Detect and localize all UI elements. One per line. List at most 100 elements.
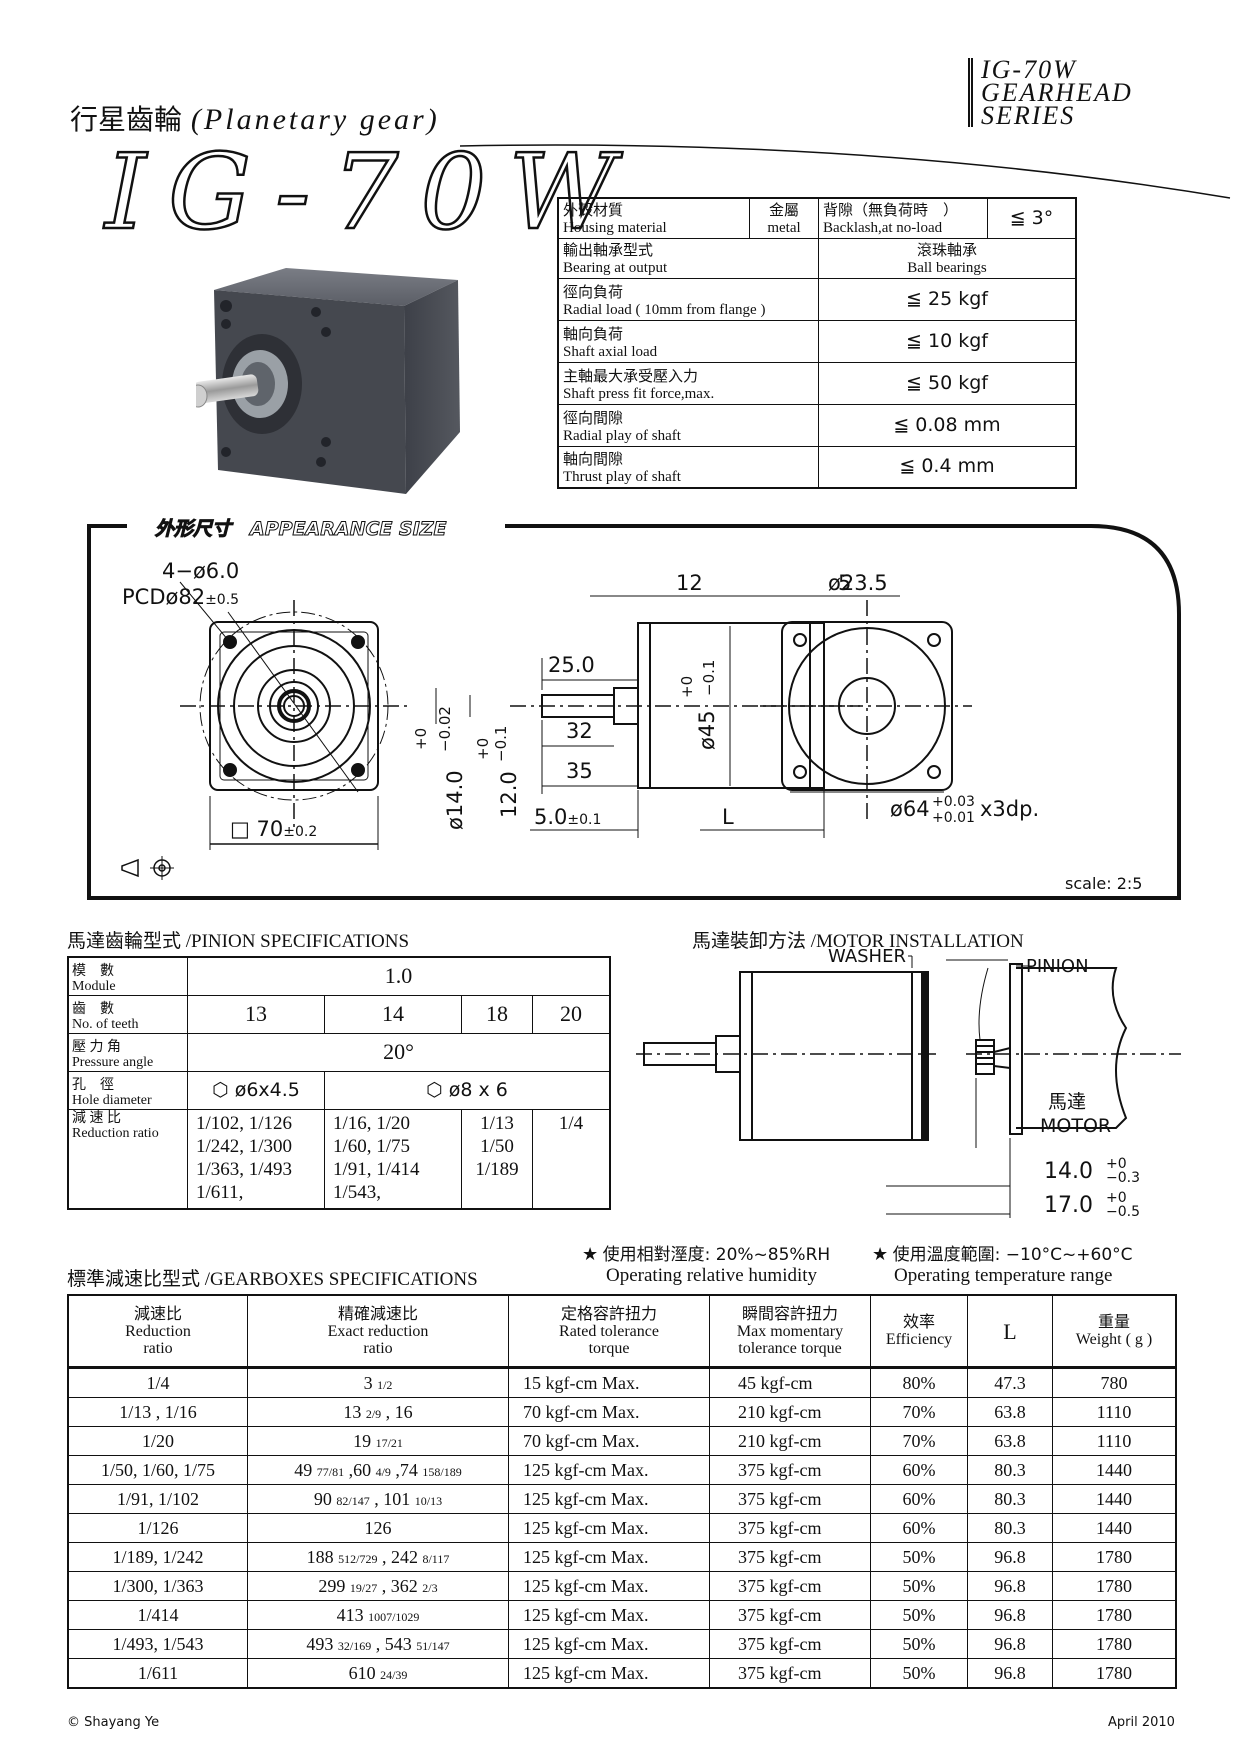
table-cell-weight: 1780 bbox=[1052, 1600, 1177, 1630]
table-cell-ratio: 1/414 bbox=[67, 1600, 248, 1630]
installation-title: 馬達裝卸方法 /MOTOR INSTALLATION bbox=[692, 931, 1024, 952]
washer-label: WASHER bbox=[828, 948, 906, 967]
spec-value-cn: 金屬 bbox=[768, 202, 799, 219]
pinion-title: 馬達齒輪型式 /PINION SPECIFICATIONS bbox=[67, 931, 410, 952]
spec-extra-label: 背隙（無負荷時 ） Backlash,at no-load bbox=[818, 197, 988, 239]
table-cell-L: 63.8 bbox=[967, 1397, 1053, 1427]
spec-label-cn: 徑向負荷 bbox=[563, 284, 624, 301]
star-icon: ★ bbox=[582, 1244, 603, 1264]
table-cell-max: 375 kgf-cm bbox=[709, 1542, 871, 1572]
table-cell-L: 80.3 bbox=[967, 1455, 1053, 1485]
dim-pilot-tol-top: +0 bbox=[678, 676, 696, 698]
col-header: L bbox=[967, 1294, 1053, 1368]
spec-label-en: Bearing at output bbox=[563, 259, 668, 276]
table-cell-eff: 50% bbox=[870, 1542, 968, 1572]
table-cell-eff: 50% bbox=[870, 1571, 968, 1601]
dim-flat-tol-top: +0 bbox=[474, 738, 492, 760]
dim-64-tol-top: +0.03 bbox=[932, 794, 975, 810]
spec-value-en: Ball bearings bbox=[907, 259, 987, 276]
table-cell-L: 96.8 bbox=[967, 1542, 1053, 1572]
motor-en: MOTOR bbox=[1040, 1115, 1111, 1137]
spec-value-cn: 滾珠軸承 bbox=[916, 242, 977, 259]
table-cell-eff: 70% bbox=[870, 1426, 968, 1456]
table-cell-max: 375 kgf-cm bbox=[709, 1629, 871, 1659]
table-cell-max: 45 kgf-cm bbox=[709, 1366, 871, 1398]
table-cell-L: 96.8 bbox=[967, 1629, 1053, 1659]
table-cell-weight: 1440 bbox=[1052, 1513, 1177, 1543]
star-icon: ★ bbox=[872, 1244, 893, 1264]
table-cell-rated: 125 kgf-cm Max. bbox=[508, 1629, 710, 1659]
dim-23: ø23.5 bbox=[828, 571, 888, 595]
table-cell-rated: 125 kgf-cm Max. bbox=[508, 1455, 710, 1485]
table-cell-max: 375 kgf-cm bbox=[709, 1484, 871, 1514]
spec-label: 主軸最大承受壓入力 Shaft press fit force,max. bbox=[557, 361, 819, 405]
appearance-label: 外形尺寸 APPEARANCE SIZE bbox=[145, 514, 457, 541]
spec-value-en: metal bbox=[767, 219, 801, 236]
spec-label-en: Shaft press fit force,max. bbox=[563, 385, 715, 402]
dim-shaft-tol-bot: −0.02 bbox=[436, 706, 454, 752]
table-cell-eff: 80% bbox=[870, 1366, 968, 1398]
spec-label-cn: 背隙（無負荷時 ） bbox=[823, 202, 959, 219]
appearance-frame bbox=[87, 524, 1181, 900]
installation-drawing: WASHER PINION 馬達 MOTOR 14.0 +0 −0.3 17.0… bbox=[636, 948, 1181, 1220]
table-cell-weight: 1780 bbox=[1052, 1571, 1177, 1601]
spec-row: 輸出軸承型式 Bearing at output 滾珠軸承 Ball beari… bbox=[557, 237, 1077, 279]
table-cell-L: 63.8 bbox=[967, 1426, 1053, 1456]
spec-label-cn: 軸向負荷 bbox=[563, 326, 624, 343]
hole-d-icon: ⬡ bbox=[426, 1079, 449, 1101]
table-cell-rated: 15 kgf-cm Max. bbox=[508, 1366, 710, 1398]
table-cell-weight: 1440 bbox=[1052, 1455, 1177, 1485]
dimension-drawing: 4−ø6.0 PCDø82±0.5 □ 70±0.2 ø14.0 +0 −0.0… bbox=[121, 560, 1039, 880]
pressure-value: 20° bbox=[187, 1032, 611, 1072]
table-cell-exact: 493 32/169 , 543 51/147 bbox=[247, 1629, 509, 1659]
spec-row: 主軸最大承受壓入力 Shaft press fit force,max. ≦ 5… bbox=[557, 361, 1077, 405]
spec-value: ≦ 50 kgf bbox=[818, 361, 1077, 405]
table-cell-exact: 126 bbox=[247, 1513, 509, 1543]
spec-row: 徑向間隙 Radial play of shaft ≦ 0.08 mm bbox=[557, 403, 1077, 447]
pinion-label: PINION bbox=[1026, 956, 1089, 977]
title-en: (Planetary gear) bbox=[190, 103, 440, 136]
spec-value: ≦ 0.4 mm bbox=[818, 445, 1077, 489]
table-cell-exact: 19 17/21 bbox=[247, 1426, 509, 1456]
table-cell-rated: 125 kgf-cm Max. bbox=[508, 1484, 710, 1514]
table-cell-ratio: 1/300, 1/363 bbox=[67, 1571, 248, 1601]
series-line: IG-70W bbox=[981, 55, 1077, 84]
table-cell-eff: 50% bbox=[870, 1629, 968, 1659]
table-cell-weight: 1780 bbox=[1052, 1629, 1177, 1659]
spec-value: ≦ 10 kgf bbox=[818, 319, 1077, 363]
spec-label: 軸向間隙 Thrust play of shaft bbox=[557, 445, 819, 489]
table-cell-rated: 125 kgf-cm Max. bbox=[508, 1513, 710, 1543]
dim-flat: 12.0 bbox=[497, 771, 521, 818]
model-name: IG-70W bbox=[104, 131, 638, 253]
gearbox-title: 標準減速比型式 /GEARBOXES SPECIFICATIONS bbox=[67, 1269, 478, 1290]
table-cell-rated: 70 kgf-cm Max. bbox=[508, 1426, 710, 1456]
table-cell-exact: 13 2/9 , 16 bbox=[247, 1397, 509, 1427]
spec-label-en: Backlash,at no-load bbox=[823, 219, 943, 236]
spec-label: 輸出軸承型式 Bearing at output bbox=[557, 237, 819, 279]
table-cell-eff: 60% bbox=[870, 1455, 968, 1485]
dim-L: L bbox=[722, 805, 734, 829]
table-cell-L: 96.8 bbox=[967, 1600, 1053, 1630]
dim-square: □ 70±0.2 bbox=[230, 817, 317, 841]
table-cell-max: 375 kgf-cm bbox=[709, 1571, 871, 1601]
hole-value: ⬡ ø8 x 6 bbox=[324, 1070, 611, 1110]
install-dim-2-tol-top: +0 bbox=[1106, 1190, 1127, 1206]
dim-25: 25.0 bbox=[548, 653, 595, 677]
table-cell-eff: 50% bbox=[870, 1658, 968, 1688]
dim-pcd: PCDø82±0.5 bbox=[122, 585, 239, 609]
spec-label: 徑向間隙 Radial play of shaft bbox=[557, 403, 819, 447]
